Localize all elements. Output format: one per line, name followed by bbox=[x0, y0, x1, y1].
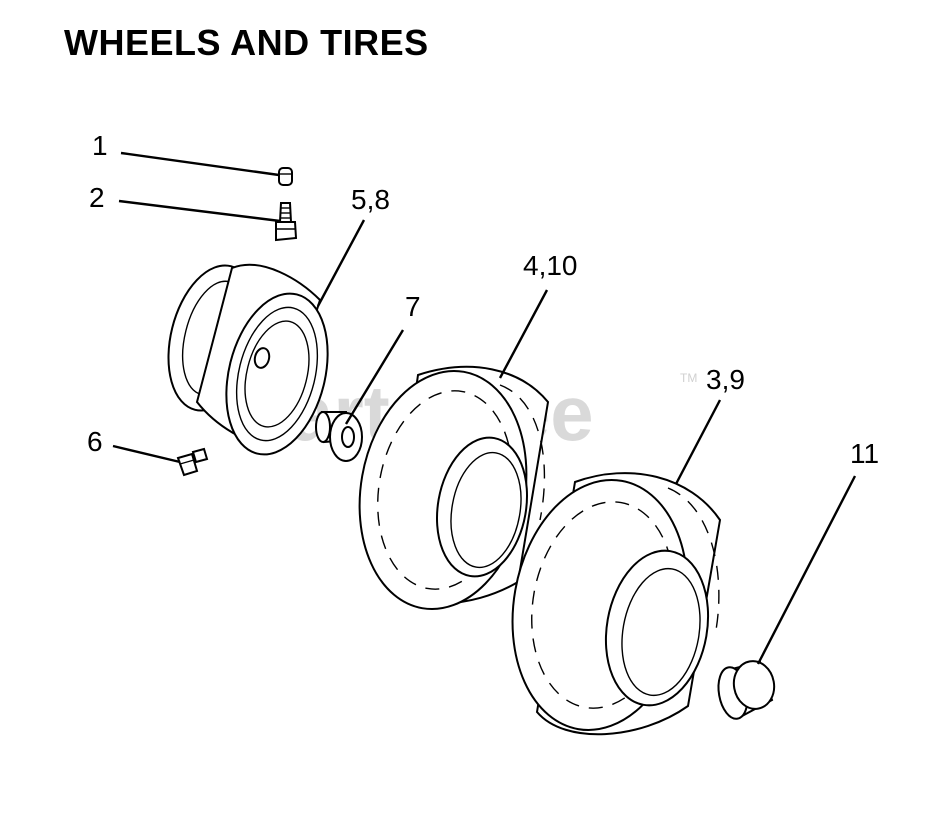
callout-1: 1 bbox=[92, 130, 108, 161]
leader-line-1 bbox=[120, 151, 280, 177]
rear-tire-part[interactable] bbox=[493, 466, 722, 744]
callout-4-10: 4,10 bbox=[523, 250, 578, 281]
leader-line-3-9 bbox=[674, 399, 722, 485]
callout-7: 7 bbox=[405, 291, 421, 322]
callout-11: 11 bbox=[850, 438, 879, 469]
leader-line-2 bbox=[118, 199, 281, 223]
leader-line-7 bbox=[344, 329, 405, 425]
valve-stem-part[interactable] bbox=[275, 202, 298, 242]
leader-line-11 bbox=[756, 475, 857, 665]
page-title: WHEELS AND TIRES bbox=[64, 22, 429, 63]
callout-2: 2 bbox=[89, 182, 105, 213]
callout-5-8: 5,8 bbox=[351, 184, 390, 215]
watermark-trademark: TM bbox=[680, 371, 697, 385]
bushing-part[interactable] bbox=[315, 411, 363, 462]
callout-3-9: 3,9 bbox=[706, 364, 745, 395]
leader-line-6 bbox=[112, 444, 181, 464]
rim-part[interactable] bbox=[154, 256, 343, 465]
leader-line-5-8 bbox=[316, 219, 366, 307]
front-tire-part[interactable] bbox=[341, 358, 550, 623]
hub-cap-part[interactable] bbox=[715, 658, 778, 721]
valve-cap-part[interactable] bbox=[278, 167, 293, 186]
leader-line-4-10 bbox=[498, 289, 549, 379]
callout-6: 6 bbox=[87, 426, 103, 457]
grease-fitting-part[interactable] bbox=[176, 447, 209, 477]
